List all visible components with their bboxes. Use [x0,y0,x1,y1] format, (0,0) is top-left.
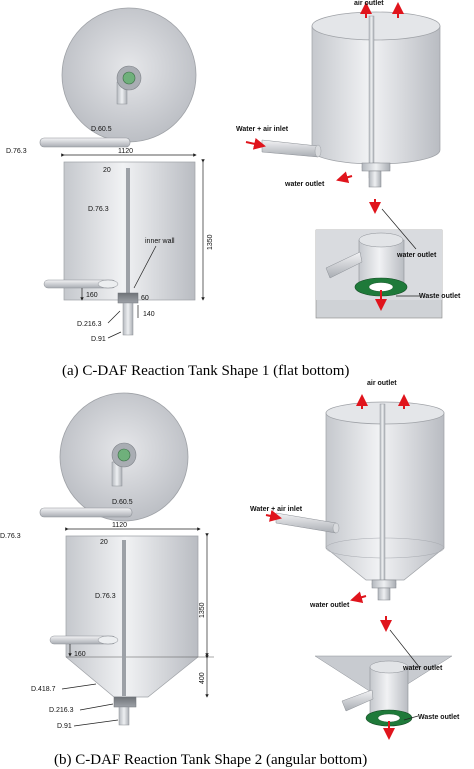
top-gap-label-b: 20 [100,539,108,546]
inner-pipe-dia-label-b: D.60.5 [112,499,133,506]
pipe-dia-label-b: D.76.3 [95,593,116,600]
cone-dia-label-b: D.418.7 [31,686,56,693]
inlet-height-label-b: 160 [74,651,86,658]
outlet-height-label-a: 140 [143,311,155,318]
width-label-a: 1120 [118,148,133,155]
cone-height-label-b: 400 [199,672,206,684]
waste-outlet-label-a: Waste outlet [419,293,461,300]
caption-a: (a) C-DAF Reaction Tank Shape 1 (flat bo… [62,363,349,379]
top-view-a: D.60.5 D.76.3 [6,7,197,155]
inner-pipe-dia-label-a: D.60.5 [91,126,112,133]
zoom-water-outlet-label-a: water outlet [396,252,437,259]
water-outlet-label-a: water outlet [284,181,325,188]
height-label-b: 1350 [199,602,206,618]
top-gap-label-a: 20 [103,167,111,174]
inner-wall-label: inner wall [145,238,175,245]
render-b: air outlet Water + air inlet water outle… [250,380,460,740]
inlet-height-label-a: 160 [86,292,98,299]
top-view-b: D.60.5 D.76.3 [0,392,189,540]
drain-dia-label-a: D.91 [91,336,106,343]
section-view-a: 1120 20 D.76.3 inner wall 1350 160 60 14… [43,148,214,343]
caption-b: (b) C-DAF Reaction Tank Shape 2 (angular… [54,752,367,768]
inlet-pipe-dia-label-b: D.76.3 [0,533,21,540]
drain-dia-label-b: D.91 [57,723,72,730]
section-view-b: 1120 20 D.76.3 1350 400 160 D.418.7 D.21… [31,522,214,730]
pipe-dia-label-a: D.76.3 [88,206,109,213]
outlet-dia-label-b: D.216.3 [49,707,74,714]
water-air-inlet-label-b: Water + air inlet [250,506,303,513]
outlet-dia-label-a: D.216.3 [77,321,102,328]
air-outlet-label-a: air outlet [354,0,384,7]
height-label-a: 1350 [207,234,214,250]
outlet-width-label-a: 60 [141,295,149,302]
water-outlet-label-b: water outlet [309,602,350,609]
waste-outlet-label-b: Waste outlet [418,714,460,721]
water-air-inlet-label-a: Water + air inlet [236,126,289,133]
width-label-b: 1120 [112,522,127,529]
inlet-pipe-dia-label-a: D.76.3 [6,148,27,155]
render-a: air outlet Water + air inlet water outle… [236,0,461,319]
air-outlet-label-b: air outlet [367,380,397,387]
zoom-water-outlet-label-b: water outlet [402,665,443,672]
